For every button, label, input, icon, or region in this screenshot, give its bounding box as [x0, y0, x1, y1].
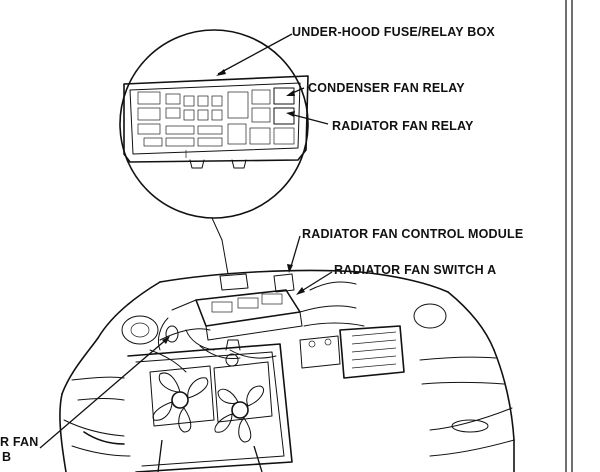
- page-border: [565, 0, 573, 472]
- engine-illustration: [149, 273, 405, 379]
- label-under-hood-fuse-relay-box: UNDER-HOOD FUSE/RELAY BOX: [292, 25, 495, 39]
- magnifier-callout: [119, 29, 309, 275]
- label-radiator-fan-switch-b-line1: R FAN: [0, 435, 39, 449]
- fan-motor-leaders: [39, 336, 263, 472]
- radiator-illustration: [127, 339, 293, 472]
- label-condenser-fan-relay: CONDENSER FAN RELAY: [308, 81, 465, 95]
- label-radiator-fan-switch-b-line2: B: [2, 450, 11, 464]
- label-radiator-fan-relay: RADIATOR FAN RELAY: [332, 119, 474, 133]
- car-body-illustration: [59, 269, 515, 472]
- label-radiator-fan-control-module: RADIATOR FAN CONTROL MODULE: [302, 227, 523, 241]
- right-fan-illustration: [214, 385, 264, 443]
- label-leaders: [216, 33, 333, 295]
- left-fan-illustration: [152, 372, 209, 433]
- label-radiator-fan-switch-a: RADIATOR FAN SWITCH A: [334, 263, 496, 277]
- fuse-relay-box-illustration: [123, 75, 309, 169]
